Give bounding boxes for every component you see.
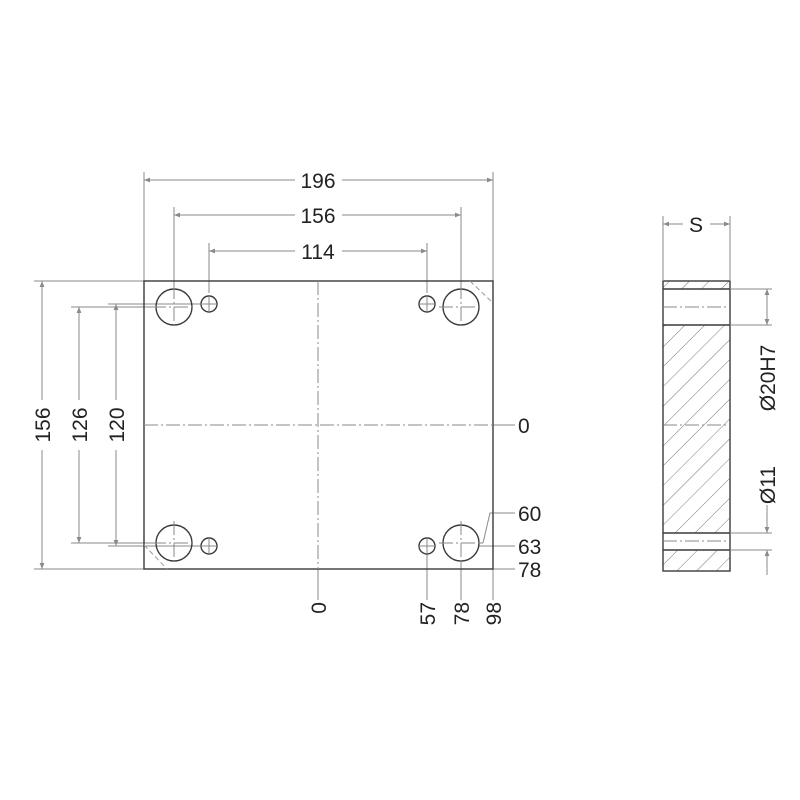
chamfer-top-right — [469, 280, 494, 304]
thickness-label: S — [689, 214, 703, 237]
section-hatching — [663, 281, 730, 571]
ordinate-bottom-57: 57 — [417, 602, 440, 625]
front-view: 196 156 114 156 126 120 0 60 63 78 0 57 … — [32, 170, 541, 625]
hole-diameter-label: Ø11 — [757, 466, 780, 504]
ordinate-right-78: 78 — [518, 559, 541, 582]
dim-width-196: 196 — [300, 170, 335, 193]
bore-holes — [152, 285, 483, 565]
ordinate-right-63: 63 — [518, 536, 541, 559]
dim-hole-spacing-114: 114 — [301, 241, 335, 264]
ordinate-bottom-0: 0 — [308, 602, 331, 614]
side-outline — [662, 280, 731, 572]
chamfer-bottom-left — [143, 544, 168, 570]
ordinate-right-60: 60 — [518, 503, 541, 526]
ordinate-right-0: 0 — [518, 415, 530, 438]
extension-lines — [34, 172, 515, 600]
small-holes — [200, 295, 436, 555]
dim-bore-spacing-126: 126 — [69, 407, 92, 442]
dim-hole-spacing-120: 120 — [106, 407, 129, 442]
ordinate-bottom-98: 98 — [483, 602, 506, 625]
side-view: S Ø20H7 Ø11 — [662, 214, 780, 575]
bore-diameter-label: Ø20H7 — [757, 345, 780, 412]
ordinate-bottom-78: 78 — [451, 602, 474, 625]
dimension-lines — [39, 177, 493, 569]
dim-height-156: 156 — [32, 407, 55, 442]
dim-bore-spacing-156: 156 — [300, 205, 335, 228]
